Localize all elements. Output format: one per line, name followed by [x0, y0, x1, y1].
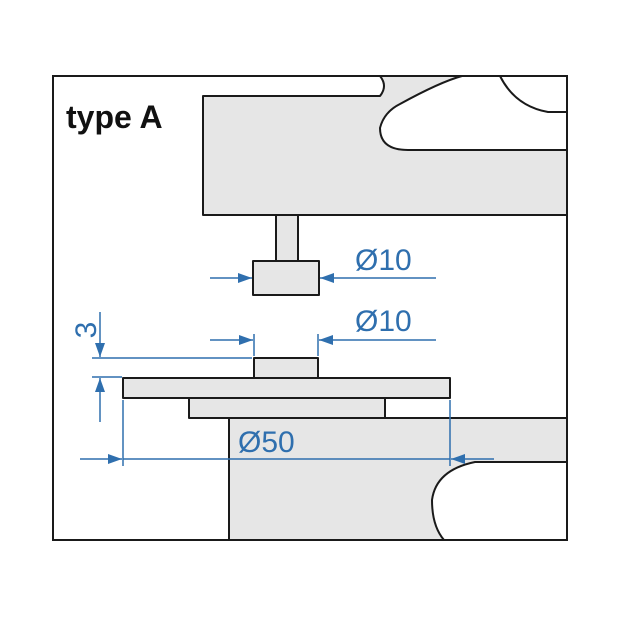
lower-diameter-label: Ø10: [355, 305, 412, 338]
upper-spindle-stem: [275, 214, 299, 262]
upper-measuring-face: [252, 260, 320, 296]
plate-base: [188, 397, 386, 419]
lower-dim-arrow-left: [239, 335, 253, 345]
upper-dim-arrow-right: [320, 273, 334, 283]
upper-dim-arrow-left: [238, 273, 252, 283]
upper-body-curve: [498, 75, 568, 113]
lower-dim-arrow-right: [319, 335, 333, 345]
lower-body-cutout: [430, 461, 568, 541]
lower-measuring-face: [253, 357, 319, 379]
plate-diameter-label: Ø50: [238, 426, 295, 459]
disc-plate: [122, 377, 451, 399]
plate-dim-arrow-right: [451, 454, 465, 464]
thickness-label: 3: [70, 322, 103, 339]
thickness-arrow-top: [95, 343, 105, 357]
thickness-arrow-bottom: [95, 378, 105, 392]
plate-dim-arrow-left: [108, 454, 122, 464]
diagram-title: type A: [66, 99, 163, 135]
upper-diameter-label: Ø10: [355, 244, 412, 277]
